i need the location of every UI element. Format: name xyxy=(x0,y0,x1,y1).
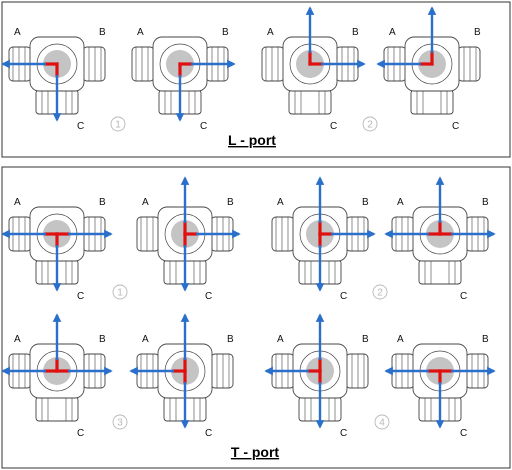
port-label-c: C xyxy=(330,121,337,132)
port-label-b: B xyxy=(227,197,234,208)
port-label-b: B xyxy=(222,27,229,38)
port-label-a: A xyxy=(14,27,21,38)
position-number: 1 xyxy=(117,288,123,299)
port-label-a: A xyxy=(14,334,21,345)
position-number-ring xyxy=(374,414,390,430)
port-label-b: B xyxy=(362,334,369,345)
port-label-b: B xyxy=(99,334,106,345)
valve: A B C xyxy=(384,176,496,302)
port-b-body xyxy=(345,353,369,389)
port-b-body xyxy=(457,46,481,82)
position-number-ring xyxy=(110,116,126,132)
position-number: 2 xyxy=(367,120,373,131)
port-a-body xyxy=(271,216,295,252)
port-label-b: B xyxy=(482,334,489,345)
valve: A B C xyxy=(131,27,236,132)
port-label-a: A xyxy=(397,334,404,345)
port-label-b: B xyxy=(99,27,106,38)
valve: A B C xyxy=(129,313,234,439)
port-label-a: A xyxy=(142,197,149,208)
port-label-b: B xyxy=(227,334,234,345)
port-label-a: A xyxy=(277,197,284,208)
l-port-title: L - port xyxy=(228,132,276,148)
port-b-body xyxy=(82,46,106,82)
port-label-b: B xyxy=(482,197,489,208)
port-label-b: B xyxy=(474,27,481,38)
port-label-c: C xyxy=(77,121,84,132)
position-number-ring xyxy=(112,414,128,430)
port-label-a: A xyxy=(277,334,284,345)
valve: A B C xyxy=(1,197,113,302)
port-a-body xyxy=(261,46,285,82)
position-number-ring xyxy=(362,116,378,132)
t-port-title: T - port xyxy=(231,444,280,460)
port-label-c: C xyxy=(77,428,84,439)
port-a-body xyxy=(136,216,160,252)
port-label-c: C xyxy=(452,121,459,132)
port-label-a: A xyxy=(267,27,274,38)
port-label-c: C xyxy=(77,291,84,302)
valve: A B C xyxy=(261,6,366,132)
port-label-a: A xyxy=(14,197,21,208)
port-label-b: B xyxy=(352,27,359,38)
port-label-a: A xyxy=(397,197,404,208)
port-label-c: C xyxy=(340,428,347,439)
port-a-body xyxy=(131,46,155,82)
port-label-c: C xyxy=(460,428,467,439)
valve: A B C xyxy=(1,313,113,439)
position-number-ring xyxy=(372,284,388,300)
valve: A B C xyxy=(376,6,481,132)
position-number: 1 xyxy=(115,120,121,131)
position-number: 4 xyxy=(379,418,385,429)
position-number-ring xyxy=(112,284,128,300)
port-label-b: B xyxy=(99,197,106,208)
port-label-a: A xyxy=(137,27,144,38)
port-label-a: A xyxy=(389,27,396,38)
valve: A B C xyxy=(264,313,369,439)
port-label-c: C xyxy=(200,121,207,132)
valve: A B C xyxy=(384,334,496,439)
position-number: 3 xyxy=(117,418,123,429)
port-label-c: C xyxy=(340,291,347,302)
position-number: 2 xyxy=(377,288,383,299)
valve: A B C xyxy=(1,27,106,132)
valve: A B C xyxy=(271,176,376,302)
port-label-c: C xyxy=(205,291,212,302)
port-label-c: C xyxy=(205,428,212,439)
port-label-c: C xyxy=(460,291,467,302)
valve: A B C xyxy=(136,176,241,302)
port-label-a: A xyxy=(142,334,149,345)
port-b-body xyxy=(210,353,234,389)
port-label-b: B xyxy=(362,197,369,208)
